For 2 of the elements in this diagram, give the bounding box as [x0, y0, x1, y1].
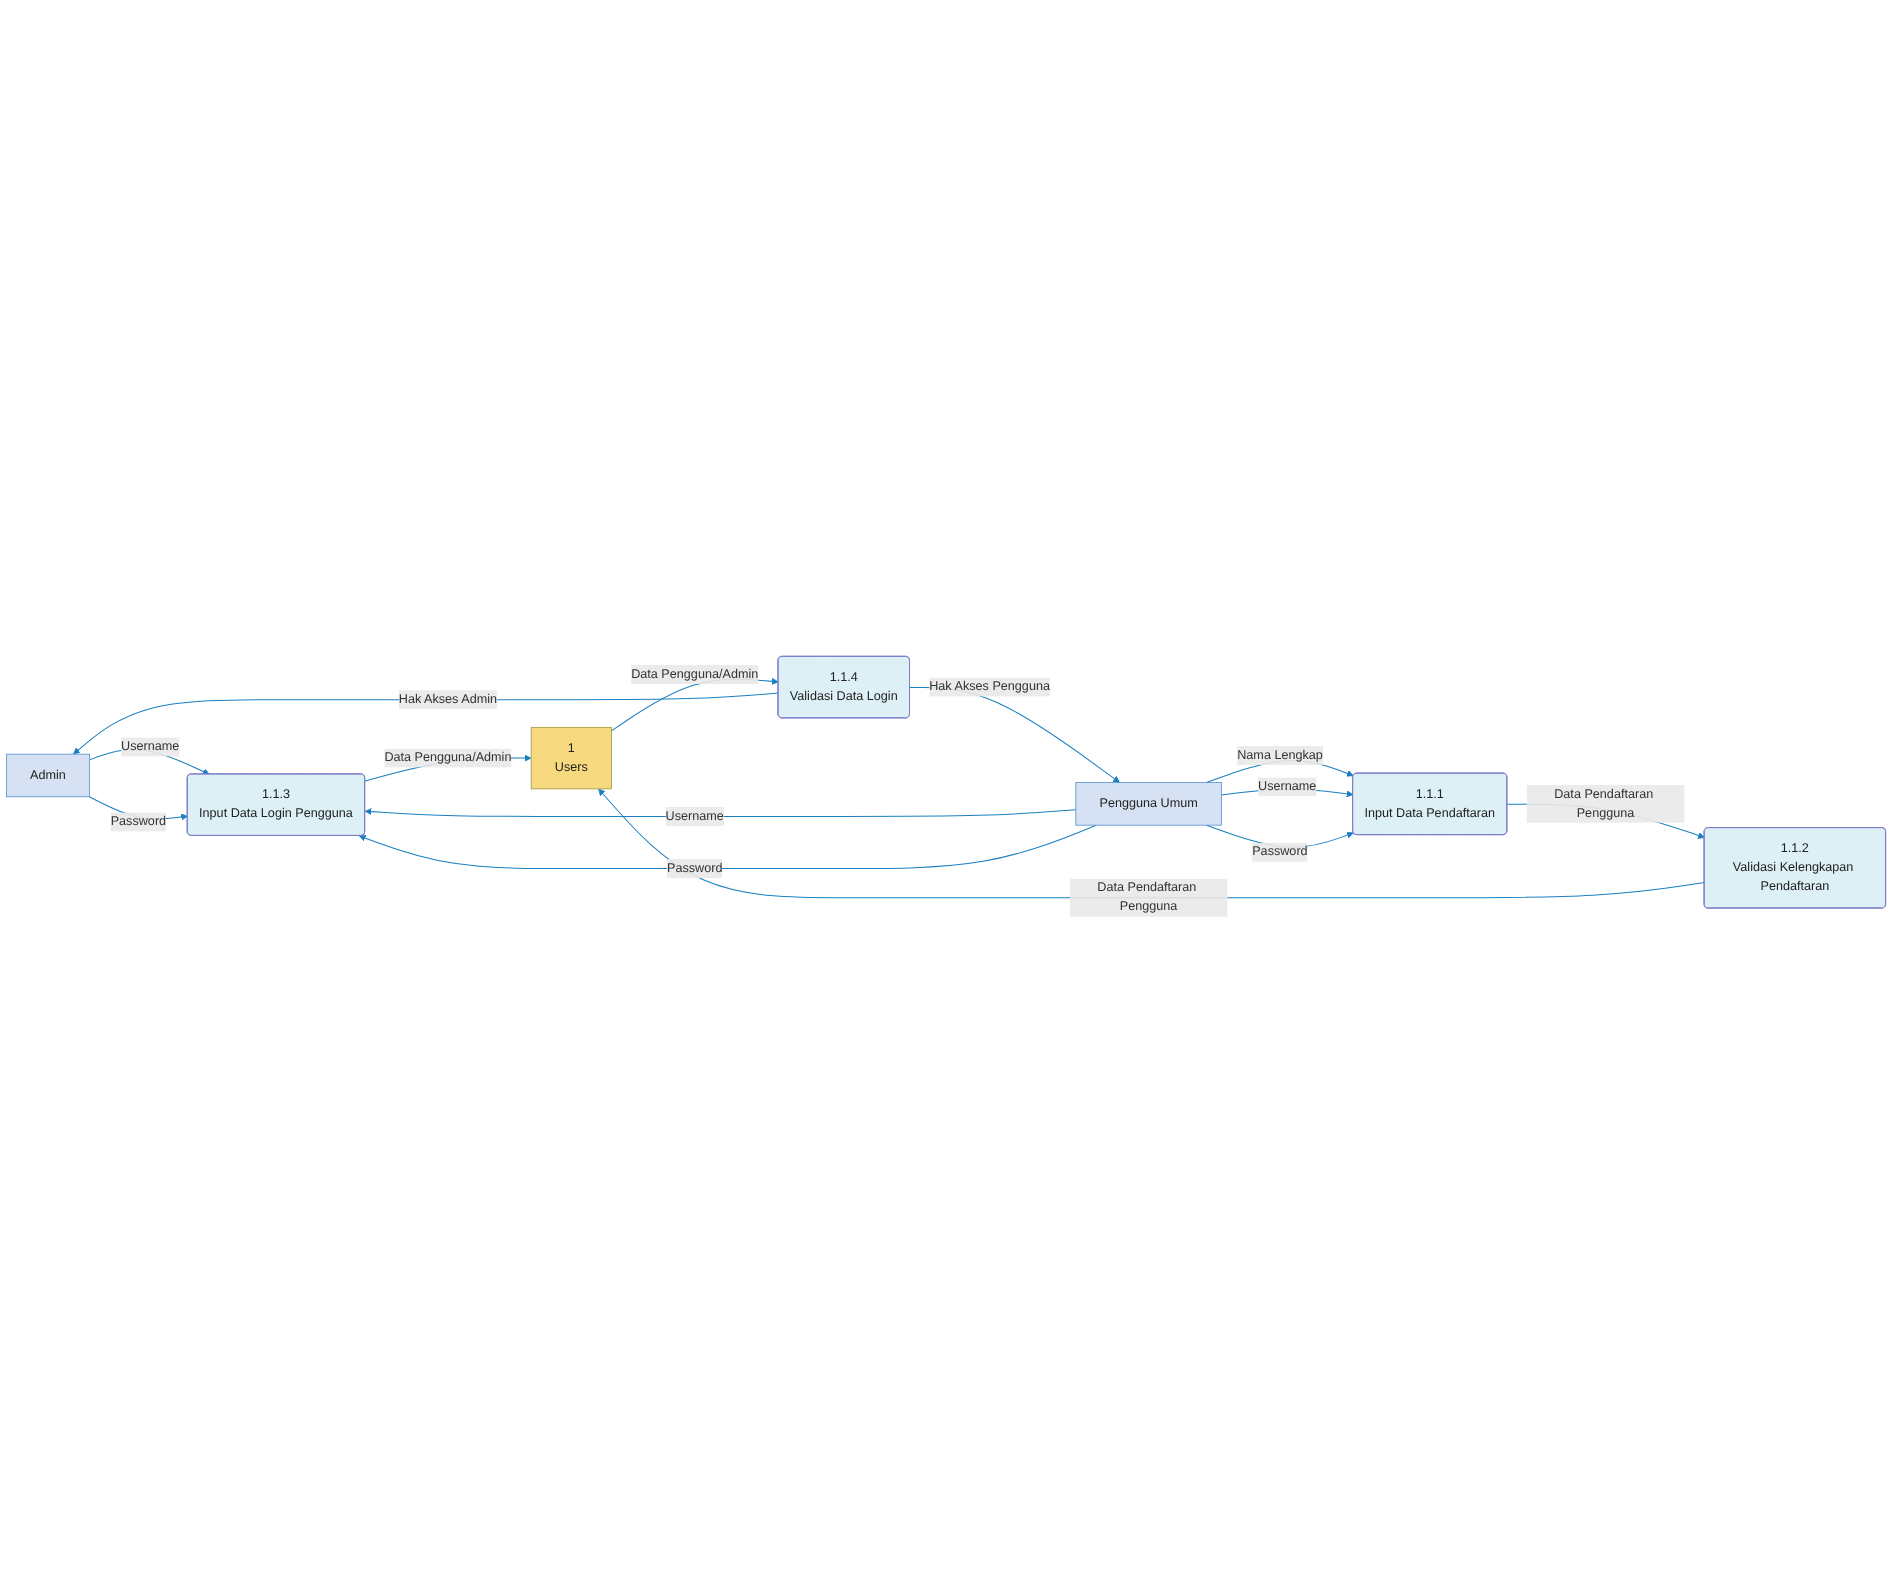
arrow — [364, 808, 1077, 818]
arrow — [358, 825, 1097, 870]
